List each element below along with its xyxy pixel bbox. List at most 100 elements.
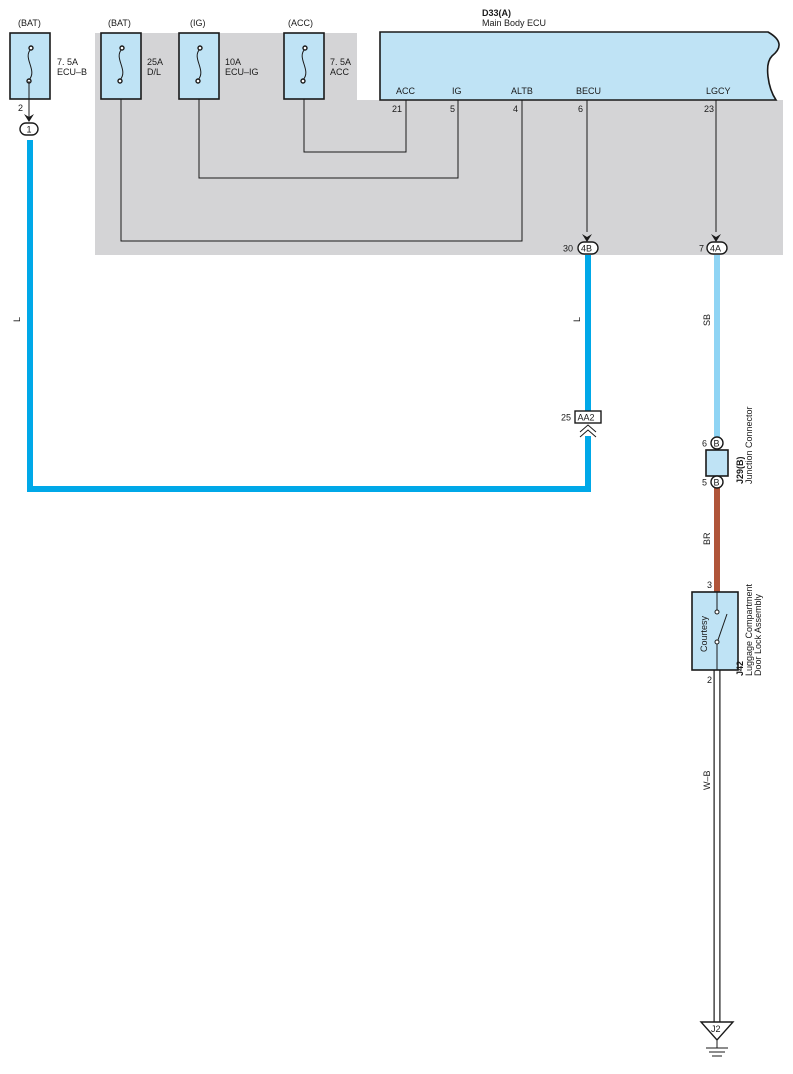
connector-4a-shape [706, 241, 728, 255]
fuse-ecu-b: (BAT) 7. 5A ECU–B [9, 18, 87, 100]
fuse-rating: 25A [147, 57, 163, 67]
fuse-source: (ACC) [288, 18, 313, 28]
fuse-element-icon [27, 48, 33, 81]
j42-name-line1: Luggage Compartment [744, 583, 754, 676]
wire-label-mid: L [572, 317, 582, 322]
fuse-box [9, 32, 51, 100]
junction-code: J29(B) [735, 456, 745, 484]
fuse1-pin: 2 [18, 103, 23, 113]
connector-1-label: 1 [27, 125, 32, 135]
fuse-source: (BAT) [18, 18, 41, 28]
door-lock-assembly-j42: 3 Courtesy 2 J42 Luggage Compartment Doo… [691, 580, 763, 685]
ground-j2: J2 [699, 1021, 735, 1057]
fuse-element-icon [301, 48, 307, 81]
fuse-name: ECU–B [57, 67, 87, 77]
fuse-box [178, 32, 220, 100]
ecu-pin-acc: 21 [392, 104, 402, 114]
fuse-element-icon [118, 48, 124, 81]
fuse-name: D/L [147, 67, 161, 77]
ecu-terminal-altb: ALTB [511, 86, 533, 96]
ecu-name: Main Body ECU [482, 18, 546, 28]
arrow-down-icon [582, 234, 592, 242]
chevron-up-icon [579, 429, 597, 438]
junction-connector-j29: B 6 B 5 J29(B) Junction Connector [702, 406, 754, 489]
j42-pin-top: 3 [707, 580, 712, 590]
connector-4a-pin: 7 [699, 244, 704, 254]
fuse-source: (IG) [190, 18, 206, 28]
fuse-box [100, 32, 142, 100]
arrow-down-icon [24, 114, 34, 122]
ecu-internal-wiring [120, 90, 717, 242]
wire-ig-internal [198, 90, 459, 179]
junction-pin-bottom-label: B [714, 478, 720, 488]
fuse-terminal-icon [195, 78, 201, 84]
fuse-box [283, 32, 325, 100]
ecu-code: D33(A) [482, 8, 511, 18]
fuse-terminal-icon [119, 45, 125, 51]
connector-4a-label: 4A [710, 244, 721, 254]
connector-aa2-shape [574, 410, 602, 424]
ecu-pin-altb: 4 [513, 104, 518, 114]
j42-name-line2: Door Lock Assembly [753, 593, 763, 676]
connector-1 [19, 122, 39, 136]
fuse-terminal-icon [117, 78, 123, 84]
fuse-source: (BAT) [108, 18, 131, 28]
fuse-rating: 7. 5A [57, 57, 78, 67]
wire-label-sb: SB [702, 314, 712, 326]
j42-pin-bottom: 2 [707, 675, 712, 685]
junction-pin-top-circle [710, 436, 724, 450]
j42-code: J42 [735, 661, 745, 676]
junction-pin-top: 6 [702, 439, 707, 449]
arrow-down-icon [711, 234, 721, 242]
harness-wires [27, 140, 721, 1022]
connector-4b-shape [577, 241, 599, 255]
junction-pin-bottom-circle [710, 475, 724, 489]
ground-label: J2 [711, 1024, 721, 1034]
fuse-name: ACC [330, 67, 350, 77]
fuse-ecu-ig: (IG) 10A ECU–IG [178, 18, 259, 100]
fuse-name: ECU–IG [225, 67, 259, 77]
wire-label-wb: W–B [702, 770, 712, 790]
connector-aa2-pin: 25 [561, 413, 571, 423]
junction-pin-top-label: B [714, 439, 720, 449]
wire-altb-internal [120, 90, 523, 242]
ecu-terminal-acc: ACC [396, 86, 416, 96]
ecu-terminals: ACC IG ALTB BECU LGCY 21 5 4 6 23 [392, 86, 731, 114]
connector-aa2-label: AA2 [578, 413, 595, 423]
fuse-acc: (ACC) 7. 5A ACC [283, 18, 351, 100]
fuse-dl: (BAT) 25A D/L [100, 18, 163, 100]
fuse-element-icon [196, 48, 202, 81]
fuse-rating: 10A [225, 57, 241, 67]
junction-connector-box [705, 449, 729, 477]
ecu-pin-lgcy: 23 [704, 104, 714, 114]
wire-acc-internal [303, 90, 407, 153]
ecu-terminal-lgcy: LGCY [706, 86, 731, 96]
fuse-terminal-icon [197, 45, 203, 51]
junction-name: Junction Connector [744, 406, 754, 484]
chevron-up-icon [579, 424, 597, 433]
ecu-pin-becu: 6 [578, 104, 583, 114]
ecu-pin-ig: 5 [450, 104, 455, 114]
junction-pin-bottom: 5 [702, 478, 707, 488]
ecu-terminal-becu: BECU [576, 86, 601, 96]
j42-box [691, 591, 739, 671]
ecu-header-box [379, 31, 780, 101]
fuse-terminal-icon [300, 78, 306, 84]
fuse-terminal-icon [28, 45, 34, 51]
j42-switch-label: Courtesy [699, 615, 709, 652]
connector-4a: 4A 7 [699, 234, 728, 255]
switch-contact-icon [714, 639, 720, 645]
connector-aa2: AA2 25 [561, 410, 602, 438]
connector-4b: 4B 30 [563, 234, 599, 255]
wire-label-left: L [12, 317, 22, 322]
fuse-terminal-icon [302, 45, 308, 51]
connector-4b-label: 4B [581, 244, 592, 254]
wire-label-br: BR [702, 532, 712, 545]
switch-blade-icon [717, 613, 728, 641]
wire-l-left [27, 140, 591, 492]
connector-4b-pin: 30 [563, 244, 573, 254]
switch-contact-icon [714, 609, 720, 615]
fuse-rating: 7. 5A [330, 57, 351, 67]
ecu-terminal-ig: IG [452, 86, 462, 96]
